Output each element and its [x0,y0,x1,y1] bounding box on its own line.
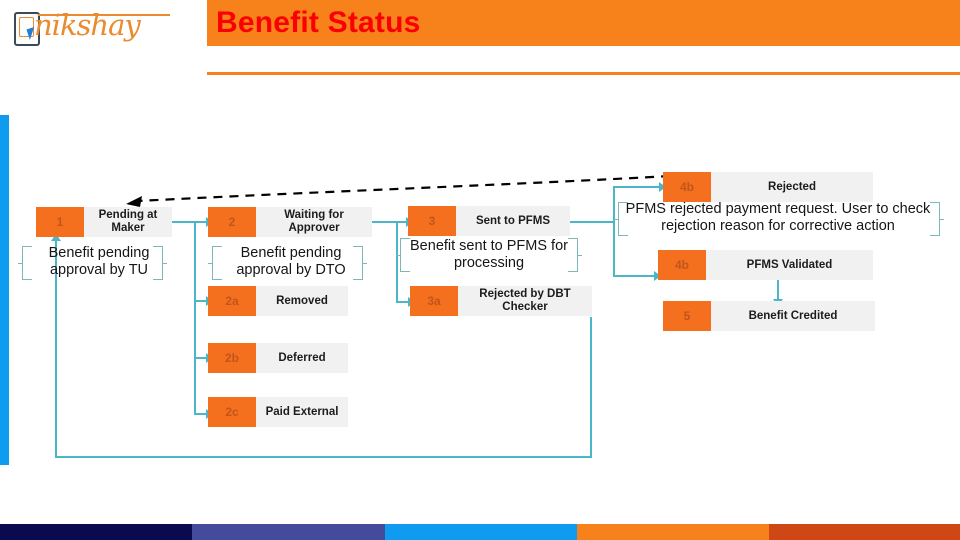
footer-color-bar [0,524,960,540]
status-code-2c: 2c [208,397,256,427]
connector-return-left [55,456,592,458]
page-title: Benefit Status [216,6,421,39]
dashed-return-arrow [126,174,671,207]
tablet-icon [14,12,40,46]
brace-left-caption-2 [208,246,222,280]
status-label-5: Benefit Credited [748,309,838,322]
connector-1-to-2 [172,221,208,223]
connector-2-to-3 [372,221,408,223]
status-label-3a: Rejected by DBT Checker [479,288,571,313]
status-label-1: Pending at Maker [98,209,158,234]
connector-to-rejected [613,186,663,188]
connector-branch-2abc-spine [194,221,196,414]
connector-to-2c [194,413,208,415]
header-accent-bar [207,0,960,46]
status-label-4b-rejected: Rejected [768,180,816,193]
status-code-1: 1 [36,207,84,237]
status-code-5: 5 [663,301,711,331]
footer-segment-3 [385,524,577,540]
connector-to-3a [396,301,410,303]
brace-left-caption-1 [18,246,32,280]
status-node-3[interactable]: 3 Sent to PFMS [408,206,570,236]
caption-benefit-pending-tu: Benefit pending approval by TU [48,245,150,278]
nikshay-logo: nikshay [8,6,173,48]
arrowhead-to-rejected [659,182,666,192]
connector-to-2a [194,300,208,302]
left-accent-rail [0,115,9,465]
status-label-3: Sent to PFMS [475,214,551,227]
status-node-3a[interactable]: 3a Rejected by DBT Checker [410,286,592,316]
status-code-4b-validated: 4b [658,250,706,280]
status-label-2b: Deferred [278,351,326,364]
status-code-3a: 3a [410,286,458,316]
status-node-1[interactable]: 1 Pending at Maker [36,207,172,237]
connector-to-pfms-validated [613,275,658,277]
status-label-2a: Removed [276,294,328,307]
status-node-5[interactable]: 5 Benefit Credited [663,301,875,331]
connector-validated-to-credited [777,280,779,302]
connector-to-2b [194,357,208,359]
caption-benefit-pending-dto: Benefit pending approval by DTO [236,245,346,278]
brace-left-caption-3 [396,238,410,272]
status-code-4b-rejected: 4b [663,172,711,202]
status-node-2a[interactable]: 2a Removed [208,286,348,316]
arrowhead-to-pfms-validated [654,271,661,281]
status-label-4b-validated: PFMS Validated [746,258,833,271]
header-divider-rule [207,72,960,75]
connector-3-to-3a-spine [396,221,398,301]
status-node-4b-rejected[interactable]: 4b Rejected [663,172,873,202]
status-code-2a: 2a [208,286,256,316]
brace-left-caption-4 [614,202,628,236]
footer-segment-5 [769,524,960,540]
status-node-2[interactable]: 2 Waiting for Approver [208,207,372,237]
status-label-2c: Paid External [265,405,339,418]
footer-segment-2 [192,524,385,540]
brace-right-caption-2 [353,246,367,280]
status-code-3: 3 [408,206,456,236]
status-code-2: 2 [208,207,256,237]
brace-right-caption-4 [930,202,944,236]
status-node-4b-validated[interactable]: 4b PFMS Validated [658,250,873,280]
connector-split-spine [613,187,615,277]
status-node-2c[interactable]: 2c Paid External [208,397,348,427]
caption-pfms-rejected: PFMS rejected payment request. User to c… [625,201,931,234]
connector-return-up [55,240,57,458]
brace-right-caption-3 [568,238,582,272]
status-label-2: Waiting for Approver [284,209,344,234]
status-node-2b[interactable]: 2b Deferred [208,343,348,373]
brace-right-caption-1 [153,246,167,280]
logo-wordmark: nikshay [34,8,141,42]
connector-return-down [590,317,592,458]
connector-3-to-split [570,221,615,223]
arrowhead-return-to-1 [51,234,61,241]
status-code-2b: 2b [208,343,256,373]
caption-benefit-sent-pfms: Benefit sent to PFMS for processing [410,238,568,271]
footer-segment-1 [0,524,192,540]
logo-devanagari-bar [38,14,170,16]
footer-segment-4 [577,524,769,540]
